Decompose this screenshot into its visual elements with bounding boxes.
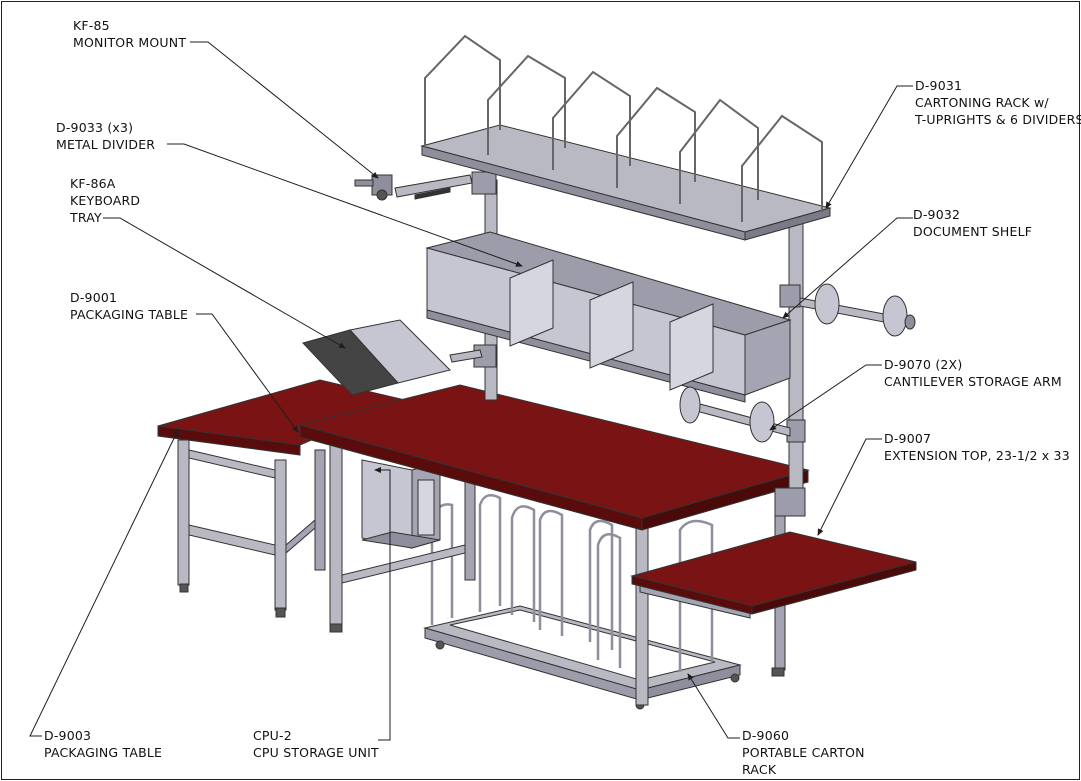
callout-description: DOCUMENT SHELF bbox=[913, 224, 1033, 239]
callout-cartoning-rack: D-9031 CARTONING RACK w/ T-UPRIGHTS & 6 … bbox=[915, 77, 1081, 128]
cantilever-arms-drawing bbox=[679, 283, 916, 443]
callout-description: PORTABLE CARTON bbox=[742, 745, 865, 760]
document-shelf-drawing bbox=[425, 231, 792, 403]
cartoning-rack-drawing bbox=[420, 34, 832, 241]
callout-description: RACK bbox=[742, 762, 777, 777]
callout-keyboard-tray: KF-86A KEYBOARD TRAY bbox=[70, 175, 140, 226]
keyboard-tray-drawing bbox=[302, 319, 483, 396]
callout-description: CPU STORAGE UNIT bbox=[253, 745, 379, 760]
callout-code: KF-85 bbox=[73, 18, 110, 33]
packaging-table-d9001-drawing bbox=[298, 384, 810, 706]
callout-code: D-9070 (2X) bbox=[884, 357, 963, 372]
callout-code: D-9007 bbox=[884, 431, 932, 446]
packaging-table-d9003-drawing bbox=[157, 379, 407, 618]
callout-code: D-9003 bbox=[44, 728, 92, 743]
callout-extension-top: D-9007 EXTENSION TOP, 23-1/2 x 33 bbox=[884, 430, 1070, 464]
callout-code: D-9060 bbox=[742, 728, 790, 743]
callout-description: PACKAGING TABLE bbox=[44, 745, 163, 760]
portable-carton-rack-drawing bbox=[423, 493, 742, 710]
callout-description: EXTENSION TOP, 23-1/2 x 33 bbox=[884, 448, 1070, 463]
callout-packaging-table-d9001: D-9001 PACKAGING TABLE bbox=[70, 289, 188, 323]
callout-cpu-storage-unit: CPU-2 CPU STORAGE UNIT bbox=[253, 727, 379, 761]
callout-description: KEYBOARD bbox=[70, 193, 141, 208]
callout-code: D-9032 bbox=[913, 207, 961, 222]
callout-description: TRAY bbox=[70, 210, 102, 225]
callout-description: PACKAGING TABLE bbox=[70, 307, 189, 322]
leader-lines bbox=[29, 41, 913, 741]
callout-description: METAL DIVIDER bbox=[56, 137, 156, 152]
extension-top-drawing bbox=[630, 531, 917, 619]
callout-metal-divider: D-9033 (x3) METAL DIVIDER bbox=[56, 119, 155, 153]
callout-packaging-table-d9003: D-9003 PACKAGING TABLE bbox=[44, 727, 162, 761]
callout-description: CARTONING RACK w/ bbox=[915, 95, 1049, 110]
callout-monitor-mount: KF-85 MONITOR MOUNT bbox=[73, 17, 186, 51]
callout-description: MONITOR MOUNT bbox=[73, 35, 187, 50]
callout-code: D-9031 bbox=[915, 78, 963, 93]
monitor-mount-drawing bbox=[354, 174, 473, 201]
callout-document-shelf: D-9032 DOCUMENT SHELF bbox=[913, 206, 1032, 240]
callout-description: CANTILEVER STORAGE ARM bbox=[884, 374, 1062, 389]
callout-description: T-UPRIGHTS & 6 DIVIDERS bbox=[915, 112, 1081, 127]
callout-code: KF-86A bbox=[70, 176, 116, 191]
callout-code: CPU-2 bbox=[253, 728, 292, 743]
callout-code: D-9001 bbox=[70, 290, 118, 305]
callout-portable-carton-rack: D-9060 PORTABLE CARTON RACK bbox=[742, 727, 865, 778]
callout-cantilever-storage-arm: D-9070 (2X) CANTILEVER STORAGE ARM bbox=[884, 356, 1062, 390]
callout-code: D-9033 (x3) bbox=[56, 120, 134, 135]
